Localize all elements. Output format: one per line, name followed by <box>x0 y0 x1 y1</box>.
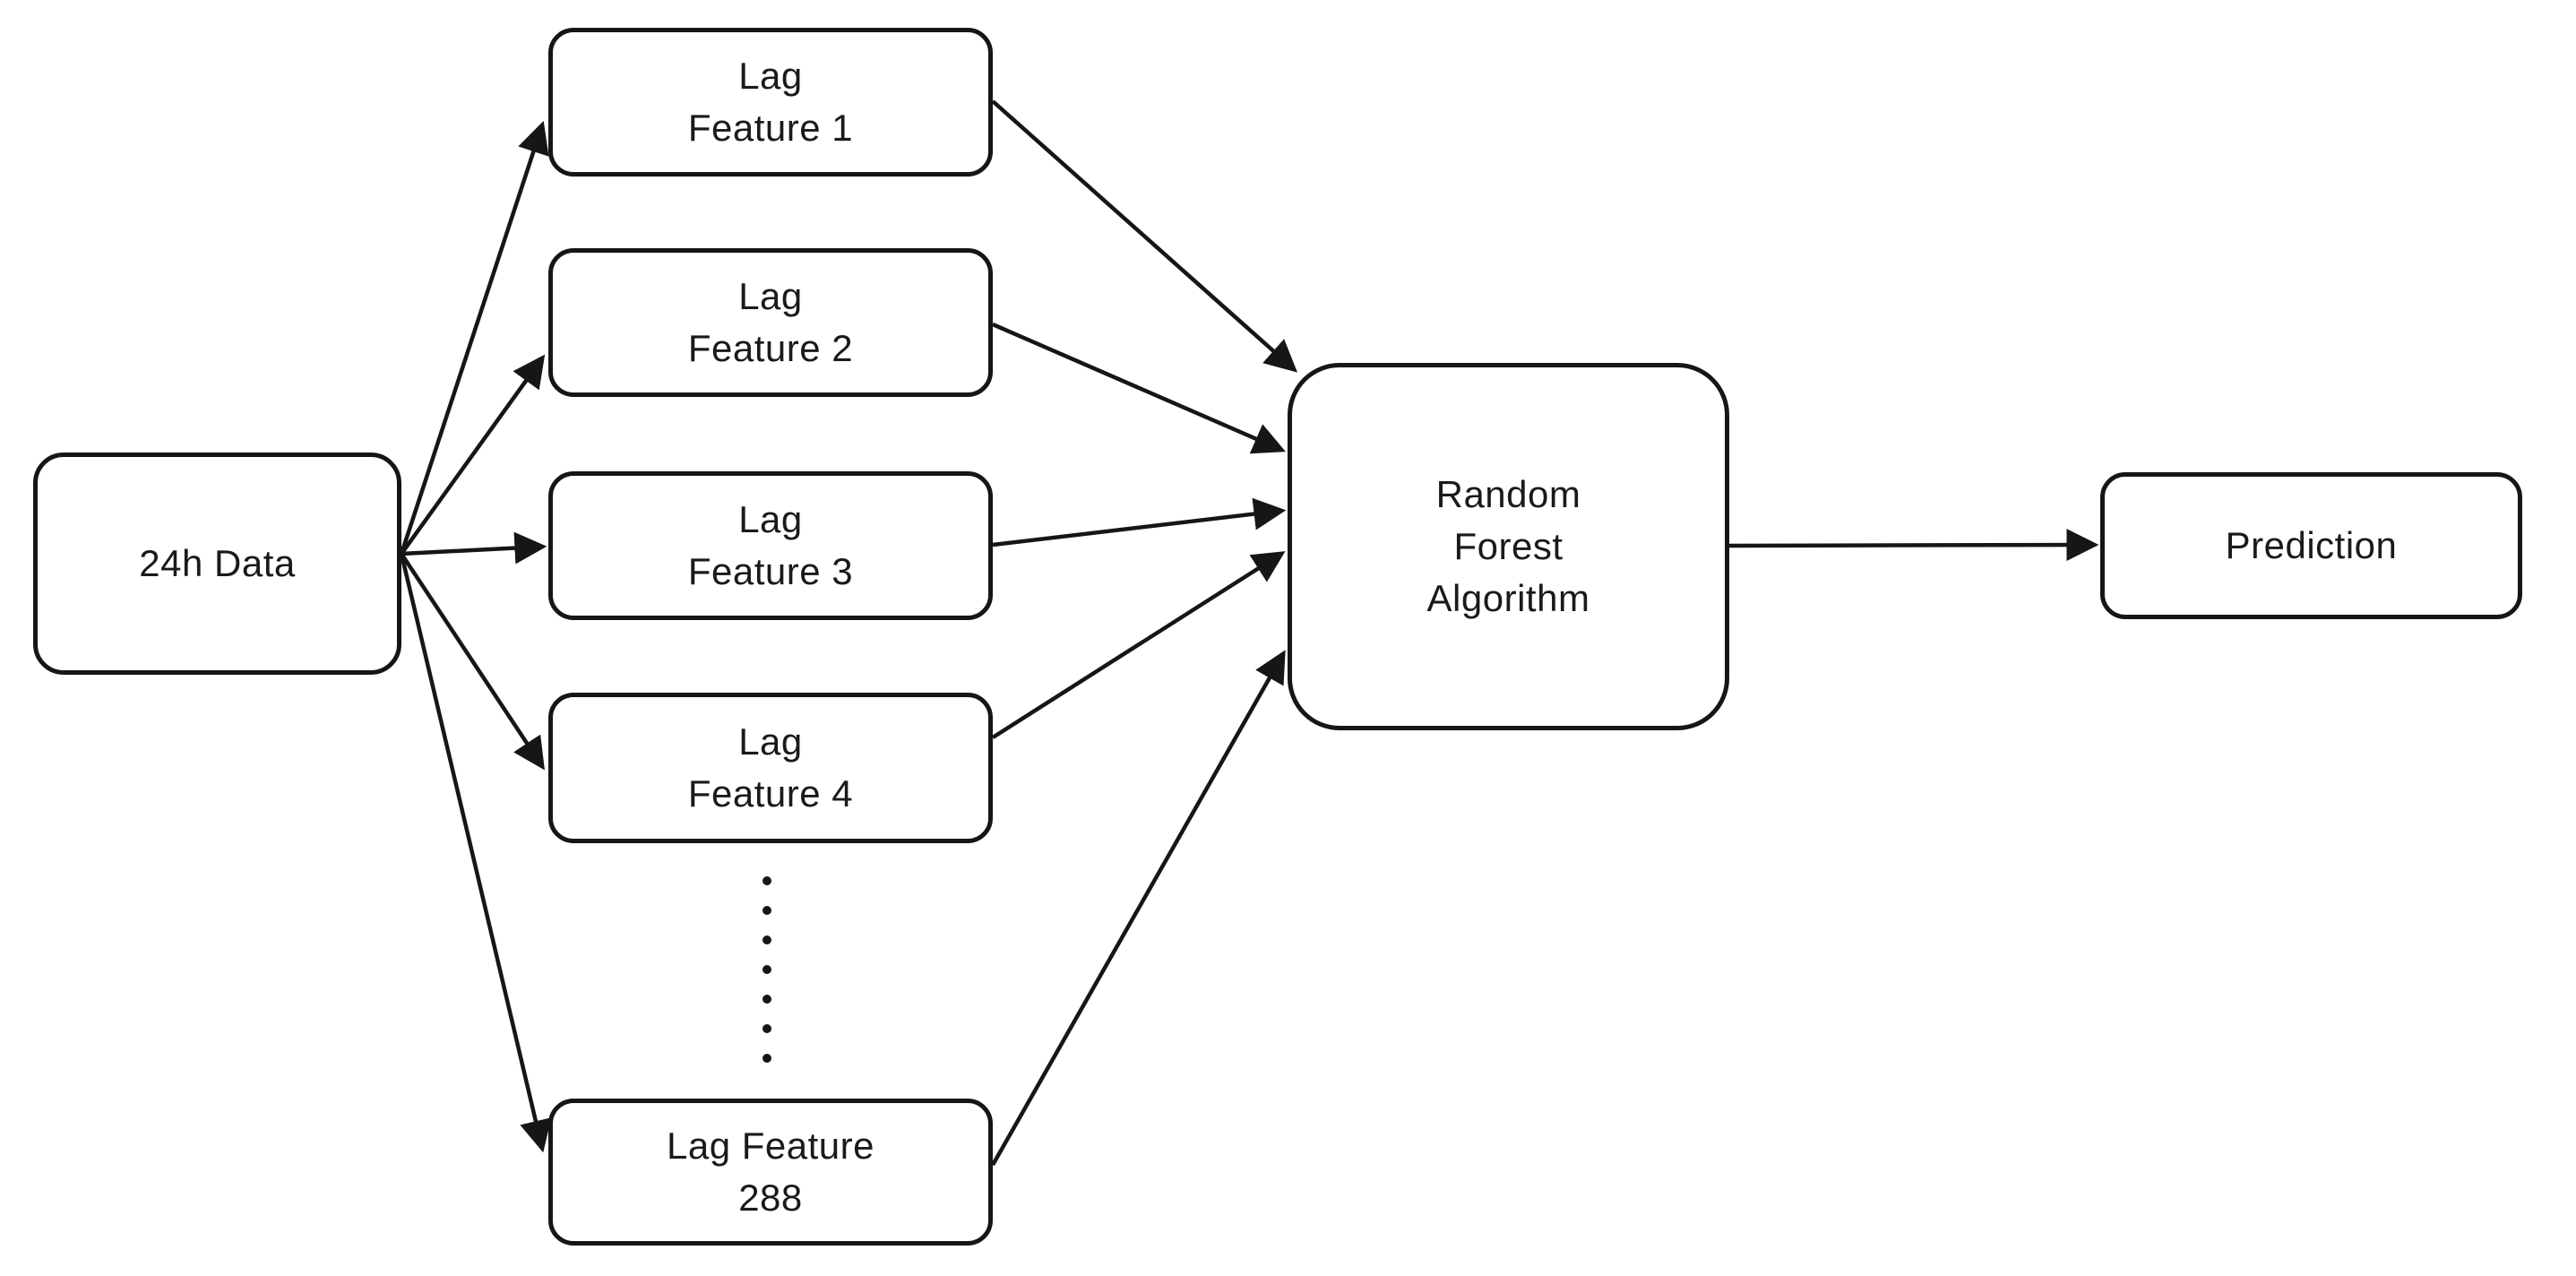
ellipsis-dot <box>762 965 771 974</box>
node-lag-feature-4-label: Lag Feature 4 <box>687 720 854 815</box>
edge-lag1-to-rf <box>991 99 1298 373</box>
ellipsis-dots <box>762 876 771 1063</box>
edge-data24h-to-lag4 <box>400 552 545 771</box>
edge-rf-to-prediction <box>1728 529 2099 562</box>
ellipsis-dot <box>762 1054 771 1063</box>
edge-lag288-to-rf <box>991 650 1286 1167</box>
ellipsis-dot <box>762 995 771 1004</box>
node-24h-data-label: 24h Data <box>139 542 296 584</box>
edge-lag4-to-rf <box>991 551 1286 739</box>
node-lag-feature-4: Lag Feature 4 <box>548 693 993 843</box>
edge-lag3-to-rf <box>992 497 1287 547</box>
edge-lag2-to-rf <box>992 322 1286 454</box>
node-prediction-label: Prediction <box>2225 524 2398 566</box>
edge-data24h-to-lag3 <box>401 531 547 565</box>
node-random-forest-algorithm: Random Forest Algorithm <box>1288 363 1729 730</box>
node-lag-feature-288-label: Lag Feature 288 <box>667 1125 874 1219</box>
ellipsis-dot <box>762 906 771 915</box>
node-lag-feature-1-label: Lag Feature 1 <box>687 55 854 149</box>
node-lag-feature-1: Lag Feature 1 <box>548 28 993 177</box>
node-lag-feature-2: Lag Feature 2 <box>548 248 993 397</box>
node-24h-data: 24h Data <box>33 453 401 675</box>
edge-data24h-to-lag2 <box>400 354 546 556</box>
ellipsis-dot <box>762 935 771 944</box>
node-lag-feature-2-label: Lag Feature 2 <box>687 275 854 369</box>
node-lag-feature-3: Lag Feature 3 <box>548 471 993 620</box>
edge-data24h-to-lag1 <box>399 120 549 555</box>
node-lag-feature-288: Lag Feature 288 <box>548 1099 993 1246</box>
edge-data24h-to-lag288 <box>399 553 552 1153</box>
node-random-forest-algorithm-label: Random Forest Algorithm <box>1426 473 1590 619</box>
ellipsis-dot <box>762 1024 771 1033</box>
node-prediction: Prediction <box>2100 472 2522 619</box>
ellipsis-dot <box>762 876 771 885</box>
node-lag-feature-3-label: Lag Feature 3 <box>687 498 854 592</box>
